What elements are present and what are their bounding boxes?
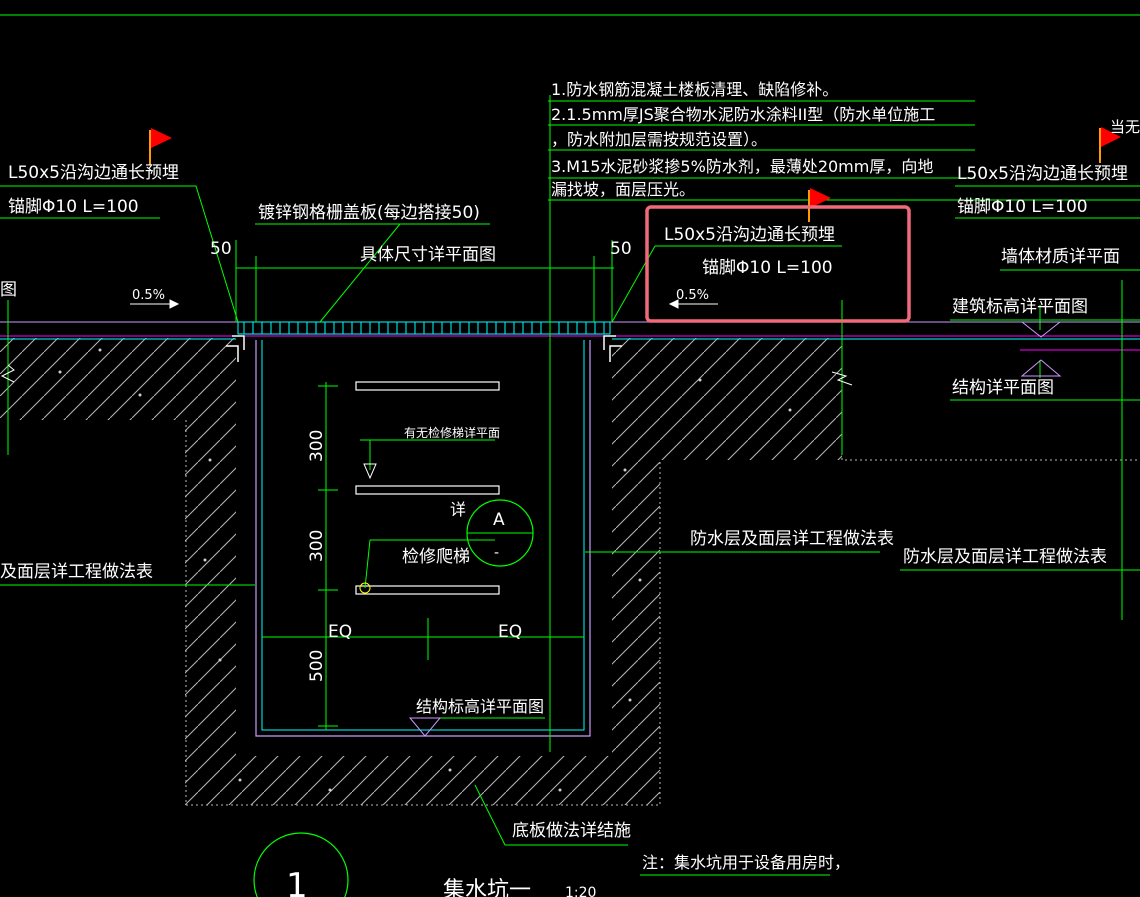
title-bubble [253,832,349,897]
detail-id: A [493,510,505,530]
slope-arrows [130,299,718,309]
dimension-lines [7,95,1123,752]
grating-label: 镀锌钢格栅盖板(每边搭接50) [258,203,480,223]
ladder-label: 检修爬梯 [402,547,470,567]
footnote: 注：集水坑用于设备用房时， [642,853,850,872]
left-angle-anchor: 锚脚Φ10 L=100 [8,197,139,217]
dim-500: 500 [307,650,327,682]
right-top-cut-text: 当无 [1110,118,1140,136]
selection-highlight-box[interactable] [645,205,911,323]
leader-lines [0,100,1140,876]
overlap-dim-left: 50 [210,239,232,259]
size-note: 具体尺寸详平面图 [360,245,496,265]
note-line-1: 1.防水钢筋混凝土楼板清理、缺陷修补。 [551,80,838,99]
flag-icon[interactable] [149,128,172,165]
struct-plan-note: 结构详平面图 [952,378,1054,398]
ladder-rungs [355,381,500,595]
title-scale: 1:20 [565,885,596,897]
title-name: 集水坑一 [443,878,531,897]
pit-walls [255,340,591,737]
ladder-note: 有无检修梯详平面 [404,425,500,440]
floor-note: 底板做法详结施 [512,821,631,841]
grating-cover [226,321,622,362]
note-line-4: 3.M15水泥砂浆掺5%防水剂，最薄处20mm厚，向地 [551,157,933,176]
wall-material-note: 墙体材质详平面 [1001,247,1120,267]
highlight-angle-label: L50x5沿沟边通长预埋 [664,225,835,245]
break-lines [0,364,853,386]
left-angle-label: L50x5沿沟边通长预埋 [8,163,179,183]
struct-elev-note: 结构标高详平面图 [416,697,544,716]
right-angle-label: L50x5沿沟边通长预埋 [957,164,1128,184]
elevation-markers [363,321,1062,737]
right-angle-anchor: 锚脚Φ10 L=100 [957,197,1088,217]
dim-300-lower: 300 [307,530,327,562]
left-cut-text-mid: 及面层详工程做法表 [0,562,153,582]
title-number: 1 [286,866,308,897]
concrete-hatch [0,338,1140,806]
slope-right-text: 0.5% [676,288,709,303]
note-line-5: 漏找坡，面层压光。 [551,180,695,199]
detail-sheet: - [494,545,499,561]
slope-left-text: 0.5% [132,288,165,303]
note-line-2: 2.1.5mm厚JS聚合物水泥防水涂料II型（防水单位施工 [551,105,935,124]
waterproof-note-1: 防水层及面层详工程做法表 [690,529,894,549]
flag-icon[interactable] [1099,127,1121,163]
eq-left: EQ [328,622,352,642]
left-cut-text-top: 图 [0,280,17,300]
arch-elev-note: 建筑标高详平面图 [952,297,1088,317]
waterproof-note-2: 防水层及面层详工程做法表 [903,547,1107,567]
eq-right: EQ [498,622,522,642]
highlight-angle-anchor: 锚脚Φ10 L=100 [702,258,833,278]
overlap-dim-right: 50 [610,239,632,259]
floor-finish-lines [0,321,1140,351]
note-line-3: ，防水附加层需按规范设置）。 [551,130,767,149]
detail-prefix: 详 [450,500,466,519]
dim-300-upper: 300 [307,430,327,462]
flag-icon[interactable] [808,188,831,222]
detail-callout [359,499,534,594]
